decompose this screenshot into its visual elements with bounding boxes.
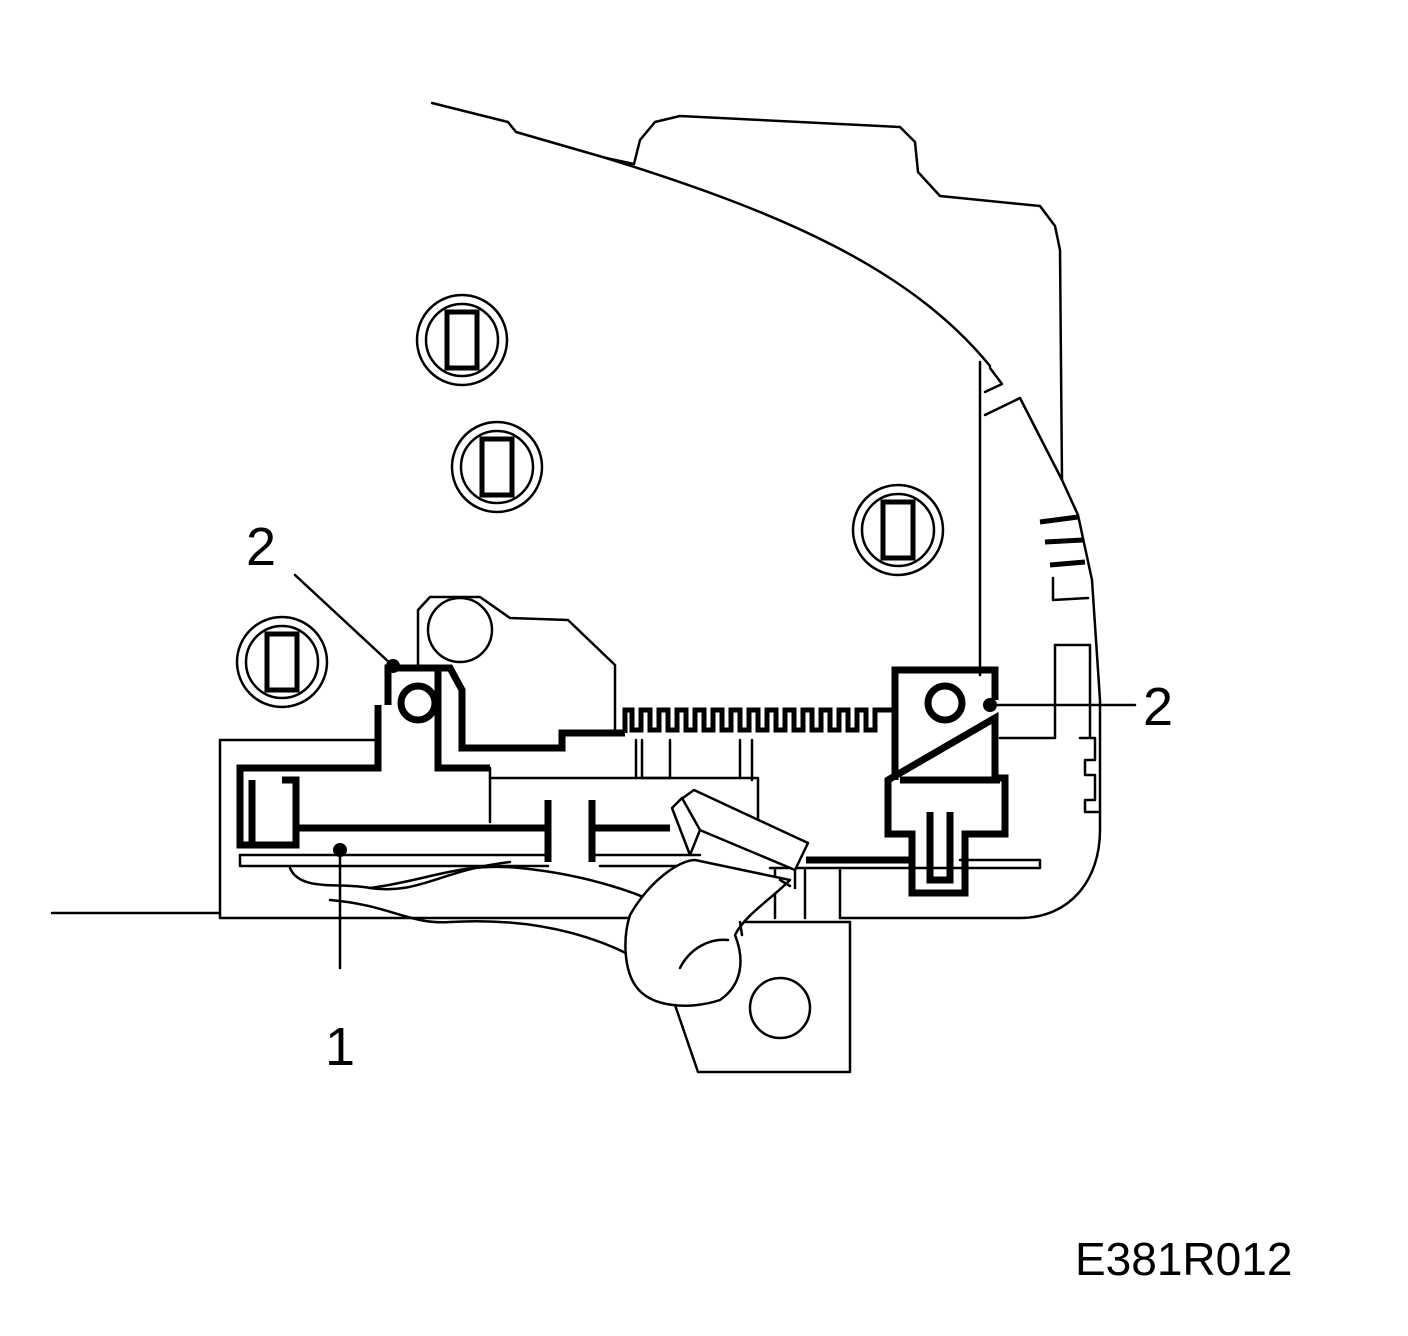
callout-1: 1 xyxy=(325,1017,355,1077)
edge-notches xyxy=(998,514,1102,814)
callout-2-left: 2 xyxy=(246,517,276,577)
mounting-hole-4 xyxy=(235,615,329,709)
upper-bracket xyxy=(416,595,617,732)
housing-outline xyxy=(50,101,1102,920)
leader-lines xyxy=(293,573,1137,970)
mounting-holes xyxy=(235,293,945,709)
right-carriage xyxy=(884,666,1009,897)
pivot-screw-right xyxy=(924,682,966,724)
mounting-hole-1 xyxy=(415,293,509,387)
mounting-hole-3 xyxy=(851,483,945,577)
pivot-screw-left xyxy=(397,682,439,724)
cable-harness xyxy=(288,788,810,1007)
toothed-rack xyxy=(622,707,895,782)
lower-body xyxy=(238,766,1042,920)
bottom-bracket xyxy=(673,920,852,1074)
callout-2-right: 2 xyxy=(1143,677,1173,737)
mounting-hole-2 xyxy=(450,420,544,514)
figure-code: E381R012 xyxy=(1075,1233,1292,1285)
slide-rail xyxy=(236,664,910,864)
